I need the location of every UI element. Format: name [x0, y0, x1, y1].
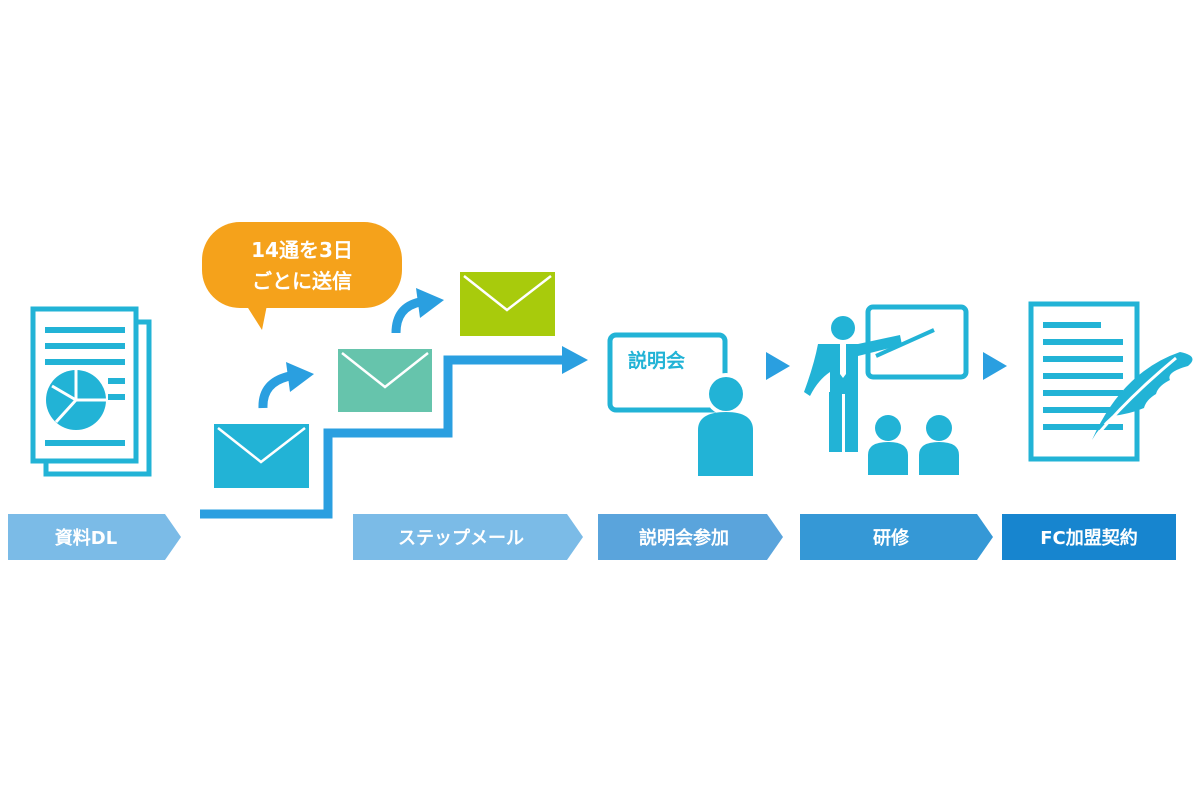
document-chart-icon — [30, 306, 152, 477]
speech-bubble: 14通を3日 ごとに送信 — [202, 222, 402, 330]
step-label-4: 研修 — [800, 514, 993, 560]
stair-arrowhead — [562, 346, 588, 374]
envelope-icon — [214, 424, 309, 488]
teacher-pointer-icon — [804, 304, 969, 452]
step-arrow-icon — [983, 352, 1007, 380]
contract-quill-icon — [1028, 301, 1193, 462]
step-arrow-icon — [766, 352, 790, 380]
step-label-1: 資料DL — [8, 514, 181, 560]
envelope-green-icon — [460, 272, 555, 336]
curved-arrow-icon — [258, 362, 314, 409]
step-label-text: 研修 — [873, 527, 910, 549]
person-icon — [698, 373, 753, 476]
step-label-text: ステップメール — [398, 527, 524, 549]
presentation-board-icon: 説明会 — [607, 332, 728, 413]
envelope-teal-icon — [338, 349, 432, 412]
bubble-line-2: ごとに送信 — [252, 269, 352, 293]
audience-icon — [868, 415, 959, 475]
step-label-text: FC加盟契約 — [1040, 527, 1138, 549]
board-text: 説明会 — [628, 349, 685, 372]
step-label-text: 資料DL — [55, 527, 117, 549]
bubble-line-1: 14通を3日 — [251, 238, 353, 262]
curved-arrow-icon — [391, 288, 444, 334]
step-label-5: FC加盟契約 — [1002, 514, 1176, 560]
step-label-2: ステップメール — [353, 514, 583, 560]
step-label-3: 説明会参加 — [598, 514, 783, 560]
step-label-text: 説明会参加 — [639, 527, 729, 549]
stair-path — [200, 355, 566, 519]
